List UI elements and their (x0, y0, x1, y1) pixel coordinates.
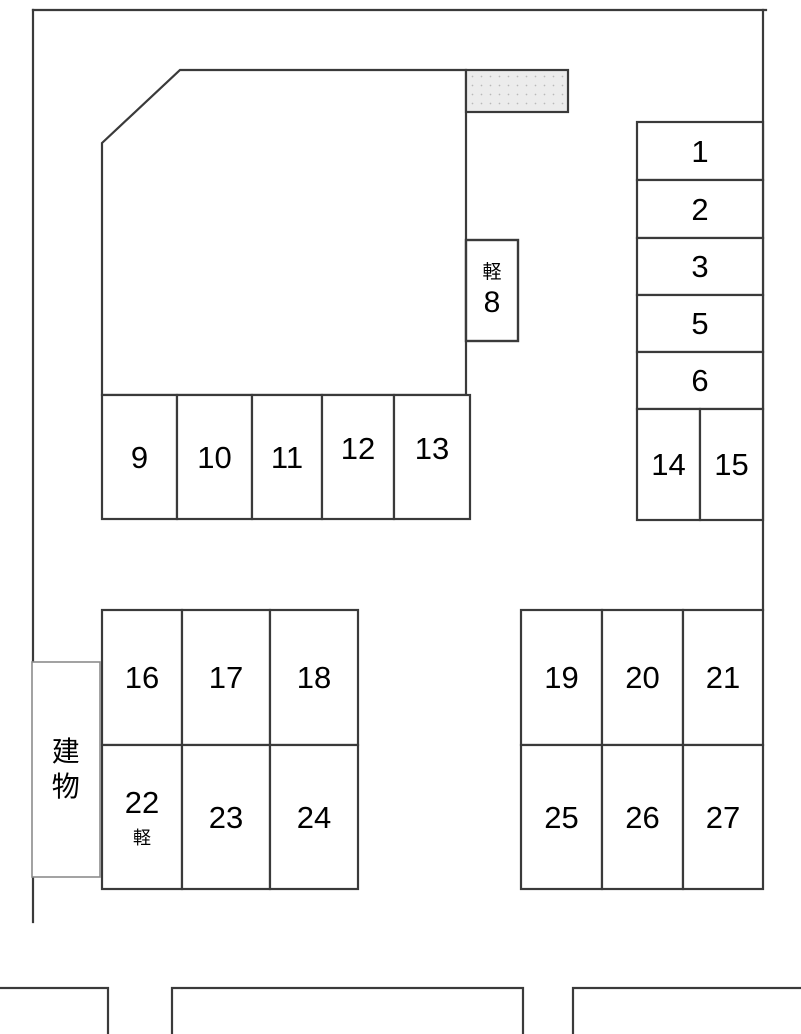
kei-stall-8-box[interactable] (464, 238, 520, 343)
stall-box-20[interactable] (600, 608, 685, 747)
main-building-outline (100, 68, 468, 397)
stall-box-13[interactable] (392, 393, 472, 521)
stall-box-15[interactable] (698, 407, 765, 522)
stall-box-25[interactable] (519, 743, 604, 891)
stall-box-17[interactable] (180, 608, 272, 747)
stall-box-18[interactable] (268, 608, 360, 747)
stall-box-19[interactable] (519, 608, 604, 747)
stall-box-10[interactable] (175, 393, 254, 521)
stall-box-27[interactable] (681, 743, 765, 891)
bottom-partial-shapes (0, 986, 801, 1034)
middle-row-stall-boxes[interactable] (100, 393, 472, 521)
stall-box-1[interactable] (635, 120, 765, 182)
stall-box-21[interactable] (681, 608, 765, 747)
left-block-stall-boxes[interactable] (100, 608, 360, 891)
stall-box-14[interactable] (635, 407, 702, 522)
stall-box-6[interactable] (635, 350, 765, 411)
stall-box-2[interactable] (635, 178, 765, 240)
bottom-partial-shape-1 (0, 986, 110, 1034)
stall-box-11[interactable] (250, 393, 324, 521)
stall-box-5[interactable] (635, 293, 765, 354)
shaded-area-rect (464, 68, 570, 114)
stall-box-3[interactable] (635, 236, 765, 297)
stall-box-16[interactable] (100, 608, 184, 747)
stall-box-22[interactable] (100, 743, 184, 891)
stall-box-24[interactable] (268, 743, 360, 891)
main-building-shape (100, 68, 468, 397)
stall-box-8[interactable] (464, 238, 520, 343)
stall-box-23[interactable] (180, 743, 272, 891)
stall-box-9[interactable] (100, 393, 179, 521)
stall-box-26[interactable] (600, 743, 685, 891)
building-box (31, 661, 101, 878)
bottom-partial-shape-2 (170, 986, 525, 1034)
stall-box-12[interactable] (320, 393, 396, 521)
right-block-stall-boxes[interactable] (519, 608, 765, 891)
shaded-block (464, 68, 570, 114)
building-rect (31, 661, 101, 878)
right-column-stall-boxes[interactable] (635, 120, 765, 522)
bottom-partial-shape-3 (571, 986, 801, 1034)
